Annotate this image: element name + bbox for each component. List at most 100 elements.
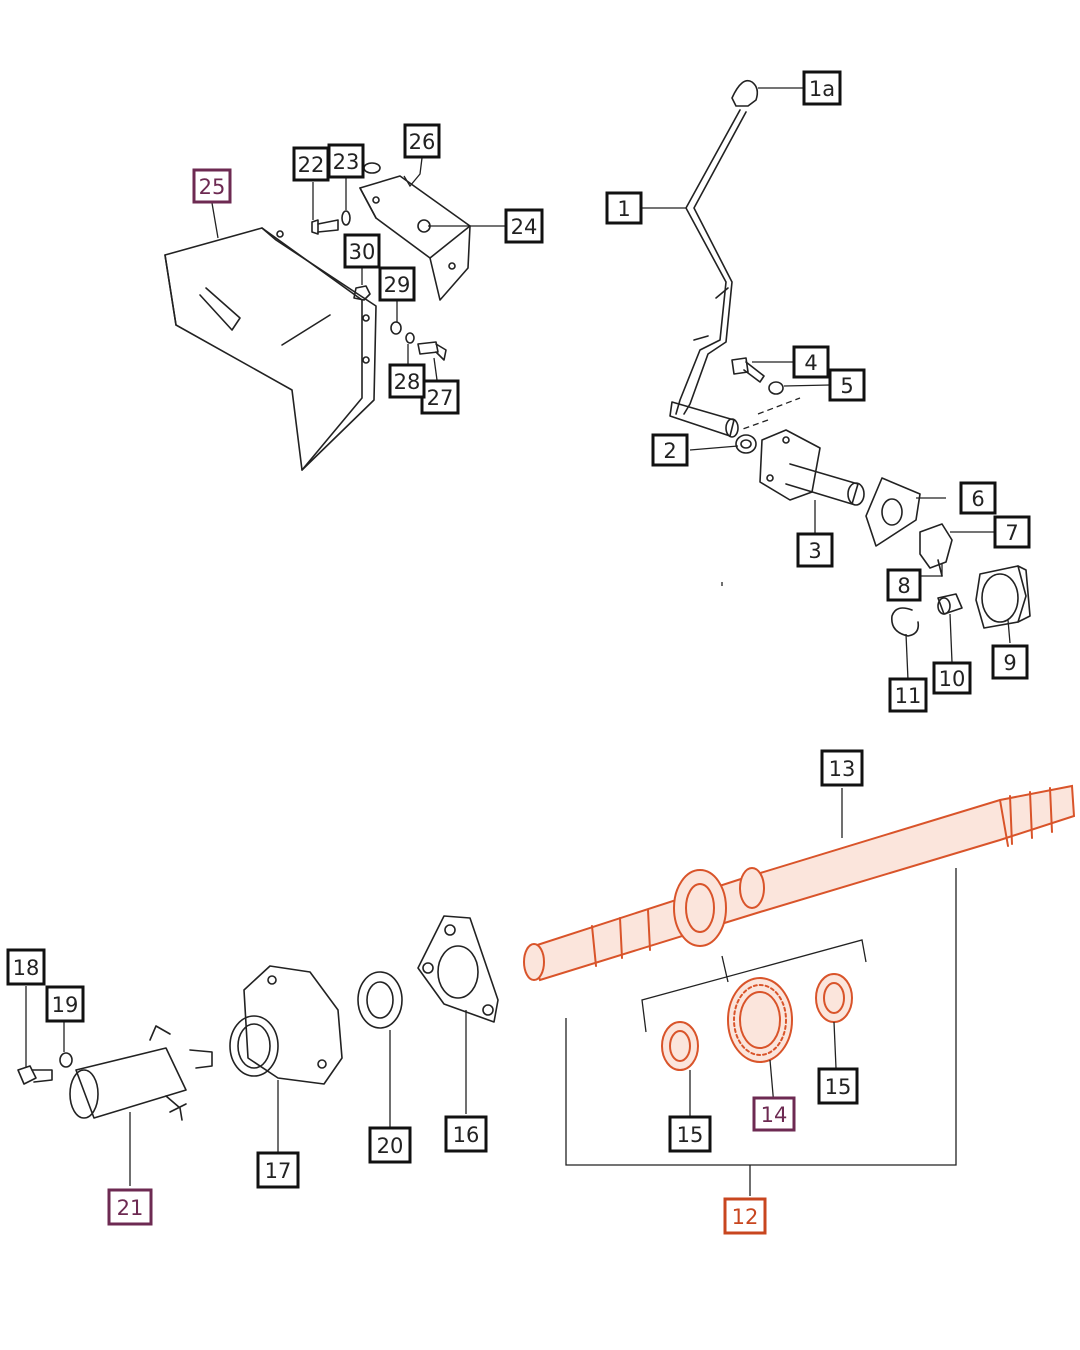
callout-number: 10 [939, 667, 966, 691]
callout-c7: 7 [993, 515, 1031, 549]
callout-box [959, 481, 997, 515]
callout-number: 22 [298, 153, 325, 177]
callout-number: 4 [804, 351, 817, 375]
callout-c21: 21 [107, 1188, 153, 1226]
callout-c30: 30 [343, 233, 381, 269]
callout-c5: 5 [828, 368, 866, 402]
callout-box [6, 948, 46, 986]
callout-box [444, 1115, 488, 1153]
callout-box [192, 168, 232, 204]
callout-box [723, 1197, 767, 1235]
callout-number: 17 [265, 1159, 292, 1183]
callout-number: 20 [377, 1134, 404, 1158]
callout-c29: 29 [378, 266, 416, 302]
callout-c18: 18 [6, 948, 46, 986]
callout-box [820, 749, 864, 787]
callout-number: 15 [825, 1075, 852, 1099]
callout-number: 30 [349, 240, 376, 264]
callout-number: 12 [732, 1205, 759, 1229]
callout-box [651, 433, 689, 467]
callout-number: 13 [829, 757, 856, 781]
callout-c15b: 15 [817, 1067, 859, 1105]
callout-c10: 10 [932, 661, 972, 695]
callout-c22: 22 [292, 146, 330, 182]
callout-c23: 23 [327, 143, 365, 179]
housing-part-3 [759, 429, 821, 501]
callout-box [403, 123, 441, 159]
callout-number: 21 [117, 1196, 144, 1220]
callout-c3: 3 [796, 532, 834, 568]
callout-c13: 13 [820, 749, 864, 787]
callout-c26: 26 [403, 123, 441, 159]
callout-box [605, 191, 643, 225]
callout-c19: 19 [45, 985, 85, 1023]
callout-number: 28 [394, 370, 421, 394]
callout-c1a: 1a [802, 70, 842, 106]
shield-part-25 [164, 227, 363, 471]
callout-c2: 2 [651, 433, 689, 467]
callout-c8: 8 [886, 568, 922, 602]
callout-box [817, 1067, 859, 1105]
callout-number: 25 [199, 175, 226, 199]
callout-c15a: 15 [668, 1115, 712, 1153]
callout-number: 23 [333, 150, 360, 174]
callout-number: 14 [761, 1103, 788, 1127]
callout-box [368, 1126, 412, 1164]
callout-box [45, 985, 85, 1023]
callout-box [993, 515, 1031, 549]
callout-box [828, 368, 866, 402]
callout-box [420, 379, 460, 415]
callout-c4: 4 [792, 345, 830, 379]
lever-part-1 [675, 109, 741, 415]
gasket-part-6 [865, 477, 921, 547]
callout-box [932, 661, 972, 695]
callout-box [343, 233, 381, 269]
callout-number: 16 [453, 1123, 480, 1147]
callout-c1: 1 [605, 191, 643, 225]
callout-c9: 9 [991, 644, 1029, 680]
callout-number: 26 [409, 130, 436, 154]
callout-box [796, 532, 834, 568]
callout-c6: 6 [959, 481, 997, 515]
callout-number: 29 [384, 273, 411, 297]
shaft-assembly [523, 784, 1076, 1196]
callout-number: 24 [511, 215, 538, 239]
callout-number: 11 [895, 684, 922, 708]
callout-number: 8 [897, 574, 910, 598]
callout-box [888, 677, 928, 713]
callout-c16: 16 [444, 1115, 488, 1153]
gasket-part-16 [417, 915, 499, 1023]
knob-part-1a [731, 79, 759, 107]
callout-number: 2 [663, 439, 676, 463]
callout-box [504, 208, 544, 244]
callout-box [107, 1188, 153, 1226]
callout-c20: 20 [368, 1126, 412, 1164]
callout-number: 15 [677, 1123, 704, 1147]
callout-number: 6 [971, 487, 984, 511]
callout-number: 18 [13, 956, 40, 980]
callout-number: 7 [1005, 521, 1018, 545]
callout-box [256, 1151, 300, 1189]
callout-box [752, 1096, 796, 1132]
lower-left-assembly [17, 915, 499, 1186]
callout-number: 5 [840, 374, 853, 398]
callout-c25: 25 [192, 168, 232, 204]
callout-number: 1a [809, 77, 835, 101]
callout-c28: 28 [388, 363, 426, 399]
callout-c17: 17 [256, 1151, 300, 1189]
callout-box [668, 1115, 712, 1153]
callout-c14: 14 [752, 1096, 796, 1132]
callout-box [792, 345, 830, 379]
callout-box [388, 363, 426, 399]
callout-box [991, 644, 1029, 680]
callout-number: 19 [52, 993, 79, 1017]
shaft-part-13 [526, 784, 1076, 982]
callout-box [378, 266, 416, 302]
callout-number: 27 [427, 386, 454, 410]
callout-c24: 24 [504, 208, 544, 244]
callout-number: 3 [808, 539, 821, 563]
callout-number: 9 [1003, 651, 1016, 675]
callout-box [802, 70, 842, 106]
